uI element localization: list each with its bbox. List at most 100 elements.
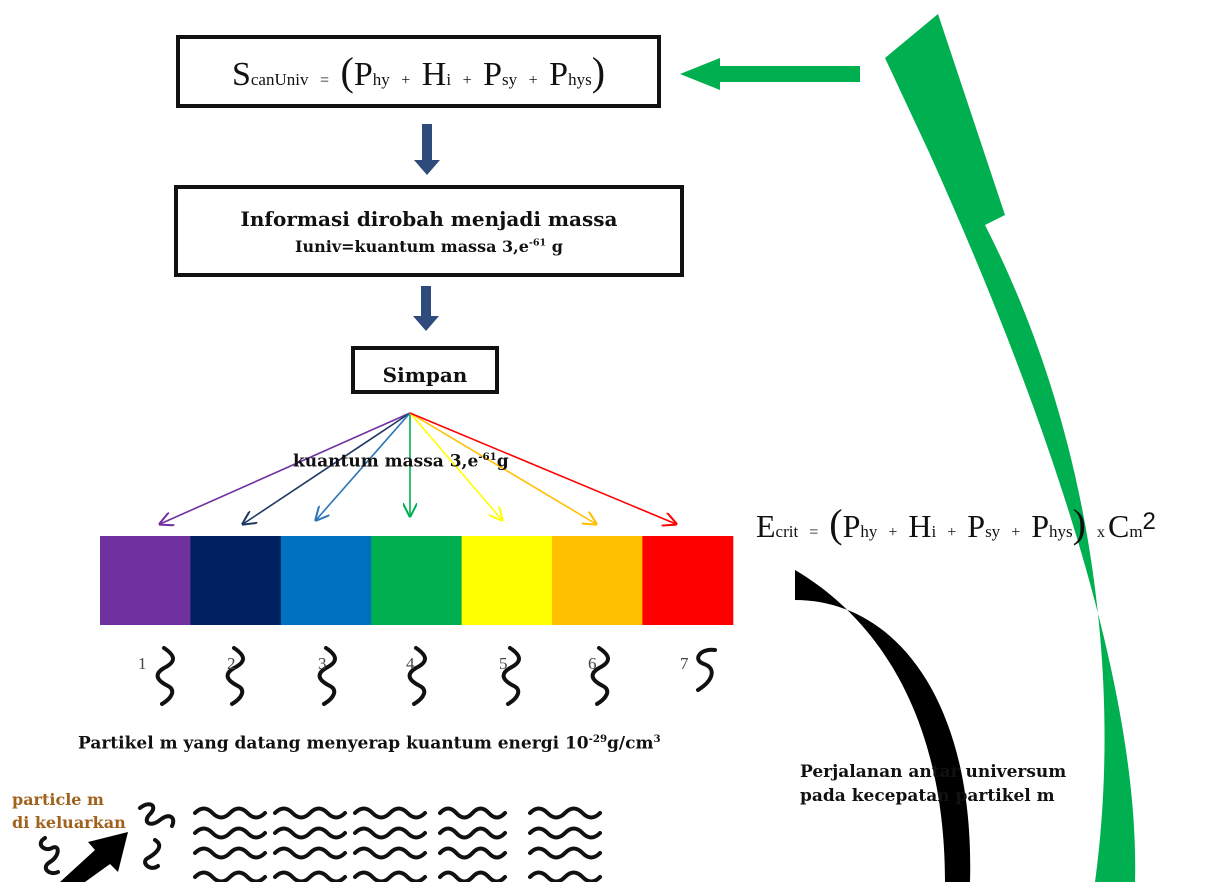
iuniv-text: Iuniv=kuantum massa 3,e [294,236,529,256]
sub-i: i [931,522,937,541]
number-4: 4 [406,654,415,673]
symbol-p3: P [1031,508,1050,544]
particle-line2: di keluarkan [12,813,126,832]
fan-arrow-3 [316,412,411,520]
down-arrow-icon [414,124,440,175]
number-5: 5 [499,654,508,673]
spectrum-band-4 [371,536,463,625]
field-wave [528,846,602,860]
field-wave [193,870,267,882]
field-wave [193,846,267,860]
field-wave [193,826,267,840]
symbol-p2: P [483,56,503,93]
plus: + [528,72,538,89]
plus: + [888,524,898,541]
field-wave [528,806,602,820]
equals: = [809,524,819,541]
plus: + [462,72,472,89]
field-wave [528,826,602,840]
wave-particle-4 [407,646,427,706]
partikel-main: Partikel m yang datang menyerap kuantum … [78,733,589,754]
symbol-p1: P [842,508,861,544]
sub-i: i [446,70,452,89]
wave-particle-2 [225,646,245,706]
number-7: 7 [680,654,689,673]
kuantum-exponent: -61 [478,451,497,463]
field-wave [193,806,267,820]
fan-arrow-2 [243,412,411,524]
paren-open: ( [340,49,354,94]
square-exponent: 2 [1142,508,1156,535]
informasi-subtitle: Iuniv=kuantum massa 3,e-61 g [295,237,563,256]
spectrum-band-1 [100,536,191,625]
field-wave [438,826,507,840]
number-1: 1 [138,654,147,673]
plus: + [1011,524,1021,541]
kuantum-label: kuantum massa 3,e-61g [293,451,509,472]
times: x [1096,524,1105,541]
wave-particle-3 [317,646,337,706]
spectrum-band-6 [552,536,643,625]
scan-univ-formula: ScanUniv = (Phy + Hi + Psy + Phys) [232,48,605,95]
informasi-title: Informasi dirobah menjadi massa [240,206,618,231]
partikel-unit: g/cm [607,733,654,754]
spectrum-band-3 [280,536,372,625]
sub-crit: crit [775,522,799,541]
symbol-s: S [231,56,251,93]
spectrum-band-7 [642,536,734,625]
paren-open: ( [829,501,843,546]
partikel-exponent: -29 [588,733,608,745]
spectrum-band-2 [190,536,282,625]
ecrit-formula: Ecrit = (Phy + Hi + Psy + Phys) xCm2 [756,500,1156,547]
sub-sy: sy [985,522,1001,541]
kuantum-unit: g [496,451,509,472]
field-wave [273,826,347,840]
fan-arrow-1 [160,412,411,524]
sub-canuniv: canUniv [250,70,309,89]
perjalanan-text: Perjalanan antar universum pada kecepata… [800,760,1066,808]
green-return-arrow [680,14,1136,882]
sub-hys: hys [568,70,592,89]
wave-particles [155,646,717,706]
sub-hy: hy [860,522,878,541]
symbol-c: C [1107,508,1130,544]
number-2: 2 [227,654,236,673]
sub-m: m [1129,522,1143,541]
field-wave [353,846,427,860]
paren-close: ) [1072,501,1086,546]
symbol-h: H [421,56,447,93]
fan-arrow-6 [409,412,596,524]
partikel-unit-exponent: 3 [653,733,661,745]
field-wave [273,806,347,820]
field-wave [438,806,507,820]
field-wave [353,806,427,820]
black-curved-arrow [795,570,971,882]
number-6: 6 [588,654,597,673]
wave-particle-6 [590,646,610,706]
field-wave [528,870,602,882]
down-arrow-icon [413,286,439,331]
field-wave [438,846,507,860]
iuniv-unit: g [546,236,563,256]
symbol-h: H [908,508,932,544]
partikel-text: Partikel m yang datang menyerap kuantum … [78,733,661,754]
simpan-box: Simpan [351,346,499,394]
scan-univ-box: ScanUniv = (Phy + Hi + Psy + Phys) [176,35,661,108]
wave-particle-icon [38,802,176,875]
plus: + [947,524,957,541]
field-wave [353,870,427,882]
color-spectrum-bar [100,536,734,625]
symbol-p2: P [967,508,986,544]
simpan-label: Simpan [382,363,468,387]
number-3: 3 [318,654,327,673]
plus: + [401,72,411,89]
sub-hy: hy [372,70,390,89]
field-wave [273,846,347,860]
fan-arrow-7 [409,412,676,524]
paren-close: ) [591,49,606,94]
spectrum-band-5 [461,536,553,625]
black-particle-arrow [60,832,128,882]
perjalanan-line2: pada kecepatan partikel m [800,786,1055,806]
kuantum-text: kuantum massa 3,e [293,451,479,472]
